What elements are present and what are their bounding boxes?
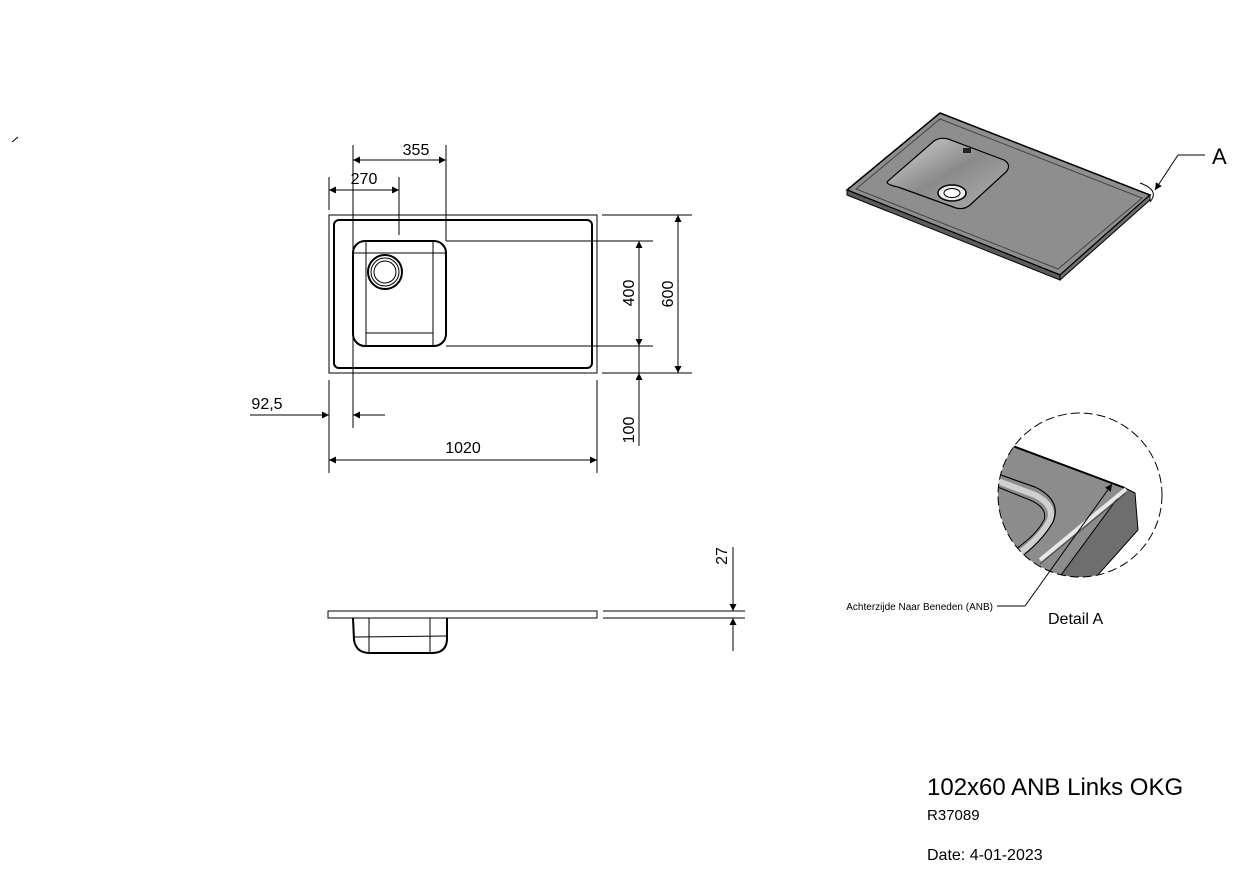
stray-mark [11, 136, 19, 143]
anb-note: Achterzijde Naar Beneden (ANB) [846, 602, 993, 613]
title-block: 102x60 ANB Links OKG R37089 Date: 4-01-2… [927, 774, 1183, 864]
detail-a-title: Detail A [1048, 611, 1103, 628]
detail-a-view: Achterzijde Naar Beneden (ANB) Detail A [846, 412, 1163, 628]
basin [886, 137, 1010, 210]
drawing-date: Date: 4-01-2023 [927, 847, 1043, 864]
callout-a-leader [1154, 154, 1179, 191]
detail-boundary [997, 412, 1163, 578]
worktop-rim [333, 219, 593, 369]
callout-a-label: A [1212, 144, 1227, 169]
drawing-code: R37089 [927, 807, 980, 824]
dim-600: 600 [660, 281, 677, 308]
iso-view: A [845, 112, 1227, 282]
plan-view: 355 270 400 600 100 92,5 1020 [250, 142, 692, 473]
basin-bottom [365, 252, 434, 334]
anb-leader [1024, 483, 1113, 607]
worktop-section [327, 610, 598, 619]
basin-outline [352, 240, 447, 347]
dim-100: 100 [621, 417, 638, 444]
dim-1020: 1020 [445, 440, 481, 457]
drawing-title: 102x60 ANB Links OKG [927, 774, 1183, 801]
dim-92-5: 92,5 [251, 396, 282, 413]
drain-icon [367, 254, 403, 290]
dim-400: 400 [621, 280, 638, 307]
basin-section [352, 617, 448, 654]
dim-27: 27 [714, 547, 731, 565]
dim-270: 270 [351, 171, 378, 188]
dim-355: 355 [403, 142, 430, 159]
worktop-outline [328, 214, 598, 374]
side-view: 27 [327, 547, 745, 654]
